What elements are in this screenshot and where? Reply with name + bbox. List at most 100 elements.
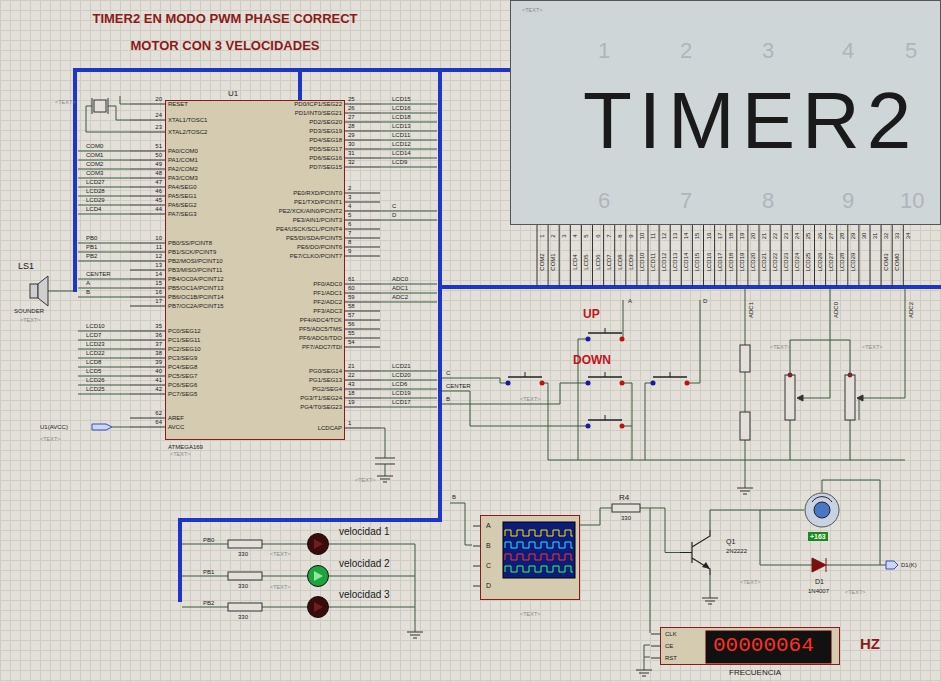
net-label: LCD28 [86, 188, 105, 194]
net-label: PB2 [203, 600, 214, 606]
pin-name: PF0/ADC0 [313, 281, 342, 287]
lcd-pin-number: 6 [595, 234, 601, 237]
terminal-label: D1(K) [901, 562, 917, 568]
pin-number: 36 [155, 332, 162, 338]
net-label: LCD23 [86, 341, 105, 347]
pin-name: PC7/SEG5 [168, 391, 197, 397]
sounder-symbol [30, 276, 48, 306]
lcd-pin-number: 8 [617, 234, 623, 237]
lcd-pin-number: 1 [539, 234, 545, 237]
power-terminal [92, 424, 112, 430]
net-label: PB1 [86, 244, 97, 250]
output-terminal [886, 561, 898, 569]
net-label: COM3 [86, 170, 103, 176]
pin-number: 44 [155, 206, 162, 212]
pin-number: 20 [155, 96, 162, 102]
pin-number: 14 [155, 271, 162, 277]
placeholder-text: <TEXT> [770, 345, 790, 351]
lcd-net-label: COM2 [539, 253, 545, 270]
net-label: B [446, 396, 450, 402]
terminal-label: U1(AVCC) [40, 424, 68, 430]
motor-speed: +163 [808, 532, 828, 541]
net-label: LCD4 [86, 206, 101, 212]
placeholder-text: <TEXT> [522, 8, 542, 14]
pin-name: PD5/SEG17 [309, 146, 342, 152]
led-label: velocidad 2 [339, 559, 390, 569]
pin-name: PE4/USCK/SCL/PCINT4 [276, 226, 342, 232]
pin-number: 62 [155, 410, 162, 416]
net-label: LCD6 [392, 381, 407, 387]
dc-motor-shape [804, 492, 840, 528]
lcd-pin-number: 5 [583, 234, 589, 237]
lcd-pin-number: 12 [661, 233, 667, 240]
pin-name: PG4/T0/SEG23 [300, 404, 342, 410]
oscilloscope-shape [481, 516, 581, 601]
channel-label: D [486, 582, 491, 589]
led-label: velocidad 3 [339, 590, 390, 600]
pin-number: 8 [348, 239, 351, 245]
pin-number: 55 [348, 330, 355, 336]
led-lamp: velocidad 2 [307, 565, 329, 587]
placeholder-text: <TEXT> [862, 345, 882, 351]
pin-name: PE6/DO/PCINT6 [297, 244, 342, 250]
lcd-pin-number: 20 [750, 233, 756, 240]
pin-number: 48 [155, 170, 162, 176]
lcd-net-label: LCD17 [717, 253, 723, 272]
push-button-shape [585, 328, 625, 342]
push-button: DOWN [585, 372, 625, 386]
net-label: COM1 [86, 152, 103, 158]
transistor-symbol-shape [680, 530, 720, 575]
counter-reading: 00000064 [713, 635, 814, 656]
pin-number: 56 [348, 321, 355, 327]
pin-name: CLK [665, 631, 677, 637]
lcd-net-label: LCD18 [728, 253, 734, 272]
lcd-pin-number: 18 [728, 233, 734, 240]
net-label: ADC0 [833, 302, 839, 318]
net-label: LCD17 [392, 399, 411, 405]
pin-number: 13 [155, 262, 162, 268]
net-label: COM0 [86, 143, 103, 149]
net-label: C [446, 370, 450, 376]
led-lamp-shape [307, 596, 329, 618]
pin-number: 10 [155, 235, 162, 241]
pin-name: PG0/SEG14 [309, 368, 342, 374]
lcd-net-label: LCD28 [839, 253, 845, 272]
pin-number: 49 [155, 161, 162, 167]
placeholder-text: <TEXT> [170, 452, 190, 458]
pin-name: PD6/SEG16 [309, 155, 342, 161]
lcd-net-label: LCD14 [683, 253, 689, 272]
pin-name: PF2/ADC2 [313, 299, 342, 305]
led-lamp: velocidad 3 [307, 596, 329, 618]
pin-number: 19 [348, 399, 355, 405]
pin-name: AVCC [168, 424, 184, 430]
pin-name: PF6/ADC6/TDO [299, 335, 342, 341]
lcd-pin-number: 11 [650, 233, 656, 239]
pin-name: LCDCAP [318, 425, 342, 431]
net-label: LCD26 [86, 377, 105, 383]
net-label: CENTER [446, 383, 471, 389]
diode-symbol [812, 558, 826, 572]
lcd-pin-number: 34 [905, 233, 911, 240]
lcd-text: TIMER2 [583, 81, 918, 161]
net-label: LCD11 [392, 132, 410, 138]
pin-name: PD7/SEG15 [309, 164, 342, 170]
pin-number: 38 [155, 350, 162, 356]
lcd-net-label: LCD6 [595, 254, 601, 269]
placeholder-text: <TEXT> [55, 100, 75, 106]
pin-name: PD2/SEG20 [309, 119, 342, 125]
potentiometer-symbol [785, 373, 863, 420]
net-label: ADC1 [392, 285, 408, 291]
placeholder-text: <TEXT> [845, 590, 865, 596]
lcd-pin-number: 33 [894, 233, 900, 240]
placeholder-text: <TEXT> [270, 585, 290, 591]
resistor-value: 330 [238, 551, 248, 557]
transistor-symbol: Q12N2222 [680, 530, 720, 575]
oscilloscope: ABCD [480, 515, 580, 600]
pin-number: 28 [348, 123, 355, 129]
pin-number: 15 [155, 280, 162, 286]
pin-number: 45 [155, 197, 162, 203]
pin-name: PB6/OC1B/PCINT14 [168, 294, 224, 300]
lcd-icon-digit: 1 [598, 40, 610, 62]
unit-label: HZ [860, 636, 880, 651]
